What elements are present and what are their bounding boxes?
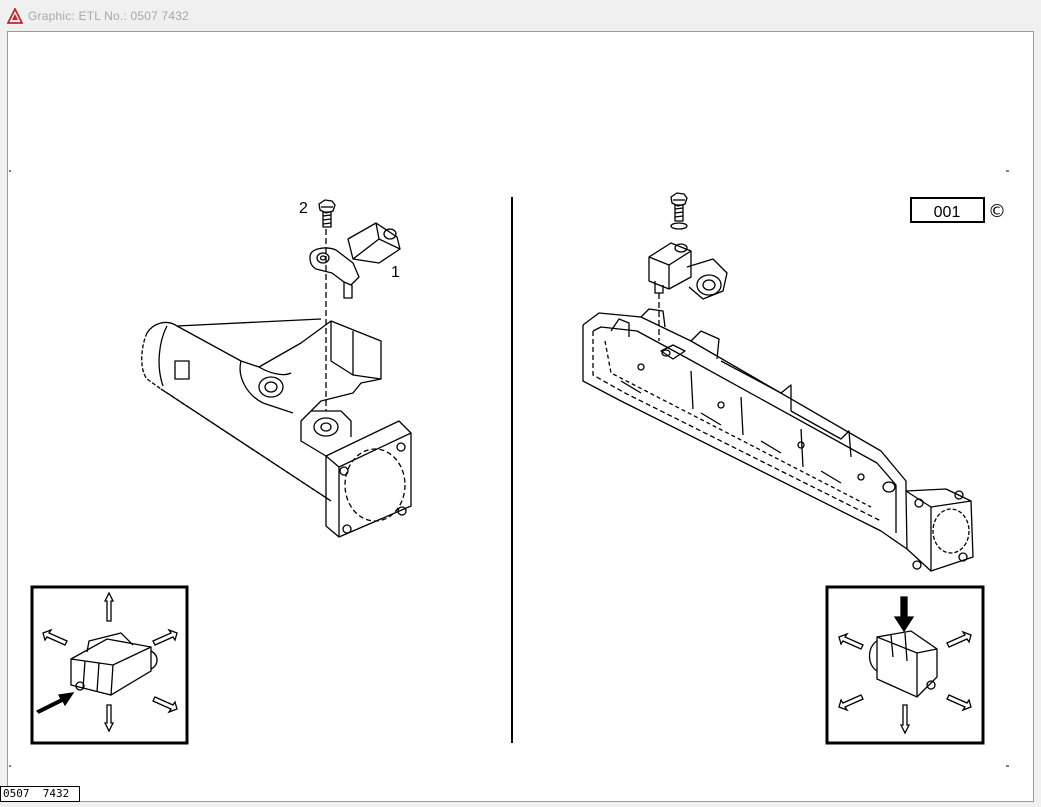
technical-drawing: 2 1: [9, 170, 1009, 767]
copyright-symbol: ©: [988, 201, 1006, 222]
right-bolt: [670, 192, 688, 230]
right-sensor: [648, 242, 728, 300]
crop-marks: [9, 170, 1009, 767]
left-sensor: [309, 222, 401, 299]
title-bar: Graphic: ETL No.: 0507 7432: [0, 0, 1041, 31]
window-title: Graphic: ETL No.: 0507 7432: [28, 8, 190, 23]
right-assembly: [582, 192, 974, 572]
left-assembly: [141, 199, 412, 538]
figure-number: 001: [934, 204, 961, 221]
right-inset: [825, 585, 985, 745]
right-manifold: [582, 308, 974, 572]
left-bolt: [318, 199, 336, 228]
callout-part-2: 2: [299, 200, 308, 217]
drawing-canvas: 2 1: [7, 31, 1034, 802]
left-manifold: [141, 318, 412, 538]
document-id-label: 0507 7432: [0, 786, 80, 802]
left-inset: [30, 585, 189, 745]
callout-part-1: 1: [391, 264, 400, 281]
figure-number-box: [910, 197, 985, 223]
app-logo-icon: [7, 7, 23, 24]
